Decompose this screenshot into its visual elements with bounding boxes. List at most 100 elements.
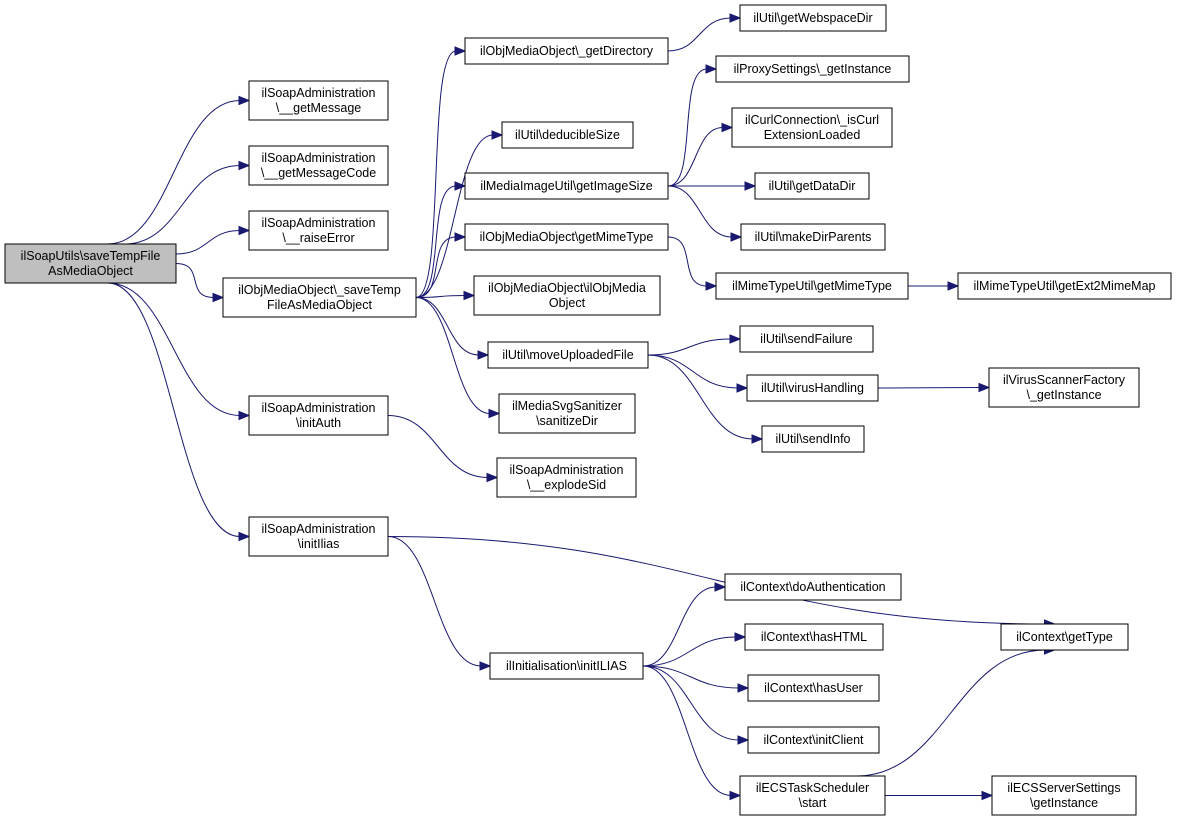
function-node-make-dir-parents[interactable]: ilUtil\makeDirParents: [740, 223, 886, 251]
node-label: ilInitialisation\initILIAS: [506, 659, 627, 673]
node-box: [248, 80, 389, 121]
node-label: ilSoapAdministration: [262, 151, 376, 165]
node-label: Object: [549, 296, 586, 310]
edge-line: [415, 185, 457, 298]
function-node-get-ext2-mime-map[interactable]: ilMimeTypeUtil\getExt2MimeMap: [957, 272, 1172, 300]
node-label: \initAuth: [296, 416, 341, 430]
function-node-init-auth[interactable]: ilSoapAdministration\initAuth: [248, 395, 389, 436]
function-node-send-info[interactable]: ilUtil\sendInfo: [761, 425, 865, 453]
node-label: ilObjMediaObject\getMimeType: [480, 230, 654, 244]
arrowhead: [212, 292, 225, 303]
node-label: ilSoapAdministration: [262, 86, 376, 100]
edge-line: [107, 282, 241, 537]
function-node-get-data-dir[interactable]: ilUtil\getDataDir: [754, 172, 870, 200]
function-node-explode-sid[interactable]: ilSoapAdministration\__explodeSid: [496, 457, 637, 498]
function-node-get-webspace-dir[interactable]: ilUtil\getWebspaceDir: [739, 4, 887, 32]
node-box: [739, 4, 887, 32]
edge-init-ilias-to-init-client: [642, 665, 750, 745]
edge-move-uploaded-file-to-send-failure: [647, 334, 742, 356]
edge-line: [667, 68, 708, 187]
node-box: [739, 325, 874, 353]
arrowhead: [734, 632, 747, 642]
node-label: \_getInstance: [1026, 388, 1101, 402]
arrowhead: [721, 122, 734, 133]
node-label: ilVirusScannerFactory: [1003, 373, 1126, 387]
function-node-get-directory[interactable]: ilObjMediaObject\_getDirectory: [464, 37, 669, 65]
function-node-get-message[interactable]: ilSoapAdministration\__getMessage: [248, 80, 389, 121]
function-node-has-html[interactable]: ilContext\hasHTML: [744, 623, 884, 651]
function-node-raise-error[interactable]: ilSoapAdministration\__raiseError: [248, 210, 389, 251]
node-box: [715, 272, 909, 300]
arrowhead: [751, 434, 764, 444]
function-node-mime-util-get-mime-type[interactable]: ilMimeTypeUtil\getMimeType: [715, 272, 909, 300]
arrowhead: [981, 790, 994, 801]
function-node-init-client[interactable]: ilContext\initClient: [747, 726, 880, 754]
function-node-move-uploaded-file[interactable]: ilUtil\moveUploadedFile: [487, 341, 649, 369]
arrowhead: [729, 790, 742, 801]
node-box: [473, 275, 661, 316]
function-node-virus-handling[interactable]: ilUtil\virusHandling: [746, 374, 879, 402]
node-label: ilProxySettings\_getInstance: [734, 62, 892, 76]
edge-line: [415, 236, 457, 298]
arrowhead: [238, 160, 251, 171]
arrowhead: [978, 382, 991, 393]
node-label: ilSoapAdministration: [262, 401, 376, 415]
node-label: ilSoapAdministration: [262, 522, 376, 536]
node-label: ilUtil\sendFailure: [760, 332, 852, 346]
node-box: [747, 726, 880, 754]
arrowhead: [454, 232, 467, 242]
edge-line: [124, 165, 241, 245]
function-node-has-user[interactable]: ilContext\hasUser: [747, 674, 880, 702]
edge-line: [877, 387, 981, 389]
arrowhead: [729, 334, 742, 344]
function-node-proxy-get-instance[interactable]: ilProxySettings\_getInstance: [715, 55, 910, 83]
edge-line: [387, 536, 1046, 625]
function-node-virus-scanner[interactable]: ilVirusScannerFactory\_getInstance: [988, 367, 1140, 408]
function-node-get-type[interactable]: ilContext\getType: [1000, 623, 1129, 651]
edge-line: [642, 665, 732, 796]
node-label: ilSoapAdministration: [510, 463, 624, 477]
node-label: ilObjMediaObject\ilObjMedia: [488, 281, 646, 295]
node-box: [731, 107, 893, 148]
function-node-get-message-code[interactable]: ilSoapAdministration\__getMessageCode: [248, 145, 389, 186]
node-label: ilContext\initClient: [763, 733, 864, 747]
function-node-save-temp-file-obj[interactable]: ilObjMediaObject\_saveTempFileAsMediaObj…: [222, 277, 417, 318]
edge-line: [642, 586, 717, 667]
function-node-ctor[interactable]: ilObjMediaObject\ilObjMediaObject: [473, 275, 661, 316]
function-node-sanitize-dir[interactable]: ilMediaSvgSanitizer\sanitizeDir: [498, 393, 636, 434]
node-box: [498, 393, 636, 434]
function-node-deducible-size[interactable]: ilUtil\deducibleSize: [501, 121, 634, 149]
function-node-get-mime-type-obj[interactable]: ilObjMediaObject\getMimeType: [464, 223, 669, 251]
edge-line: [647, 354, 739, 389]
node-label: ilContext\doAuthentication: [740, 580, 885, 594]
edge-get-image-size-to-make-dir-parents: [667, 185, 743, 242]
function-node-do-authentication[interactable]: ilContext\doAuthentication: [724, 573, 902, 601]
function-node-init-ilias[interactable]: ilSoapAdministration\initIlias: [248, 516, 389, 557]
function-node-get-image-size[interactable]: ilMediaImageUtil\getImageSize: [464, 172, 669, 200]
node-box: [248, 395, 389, 436]
node-label: ilObjMediaObject\_getDirectory: [480, 44, 654, 58]
edge-get-mime-type-obj-to-mime-util-get-mime-type: [667, 236, 718, 291]
function-node-send-failure[interactable]: ilUtil\sendFailure: [739, 325, 874, 353]
node-label: \initIlias: [298, 537, 340, 551]
edge-save-temp-file-obj-to-get-directory: [415, 46, 467, 298]
edge-line: [667, 127, 724, 187]
node-label: ilMediaSvgSanitizer: [512, 399, 622, 413]
arrowhead: [737, 735, 750, 745]
node-box: [222, 277, 417, 318]
edge-get-image-size-to-is-curl: [667, 122, 734, 187]
node-label: \__getMessageCode: [261, 166, 376, 180]
node-label: FileAsMediaObject: [267, 298, 372, 312]
node-box: [489, 652, 644, 680]
edge-root-to-save-temp-file-obj: [175, 263, 225, 303]
edge-init-auth-to-explode-sid: [387, 415, 499, 483]
edge-root-to-init-auth: [107, 282, 251, 421]
node-label: ilSoapUtils\saveTempFile: [21, 249, 161, 263]
function-node-ecs-server-settings[interactable]: ilECSServerSettings\getInstance: [991, 775, 1137, 816]
node-box: [988, 367, 1140, 408]
function-node-init-ilias[interactable]: ilInitialisation\initILIAS: [489, 652, 644, 680]
function-node-ecs-start[interactable]: ilECSTaskScheduler\start: [739, 775, 886, 816]
node-label: \getInstance: [1030, 796, 1098, 810]
node-box: [1000, 623, 1129, 651]
